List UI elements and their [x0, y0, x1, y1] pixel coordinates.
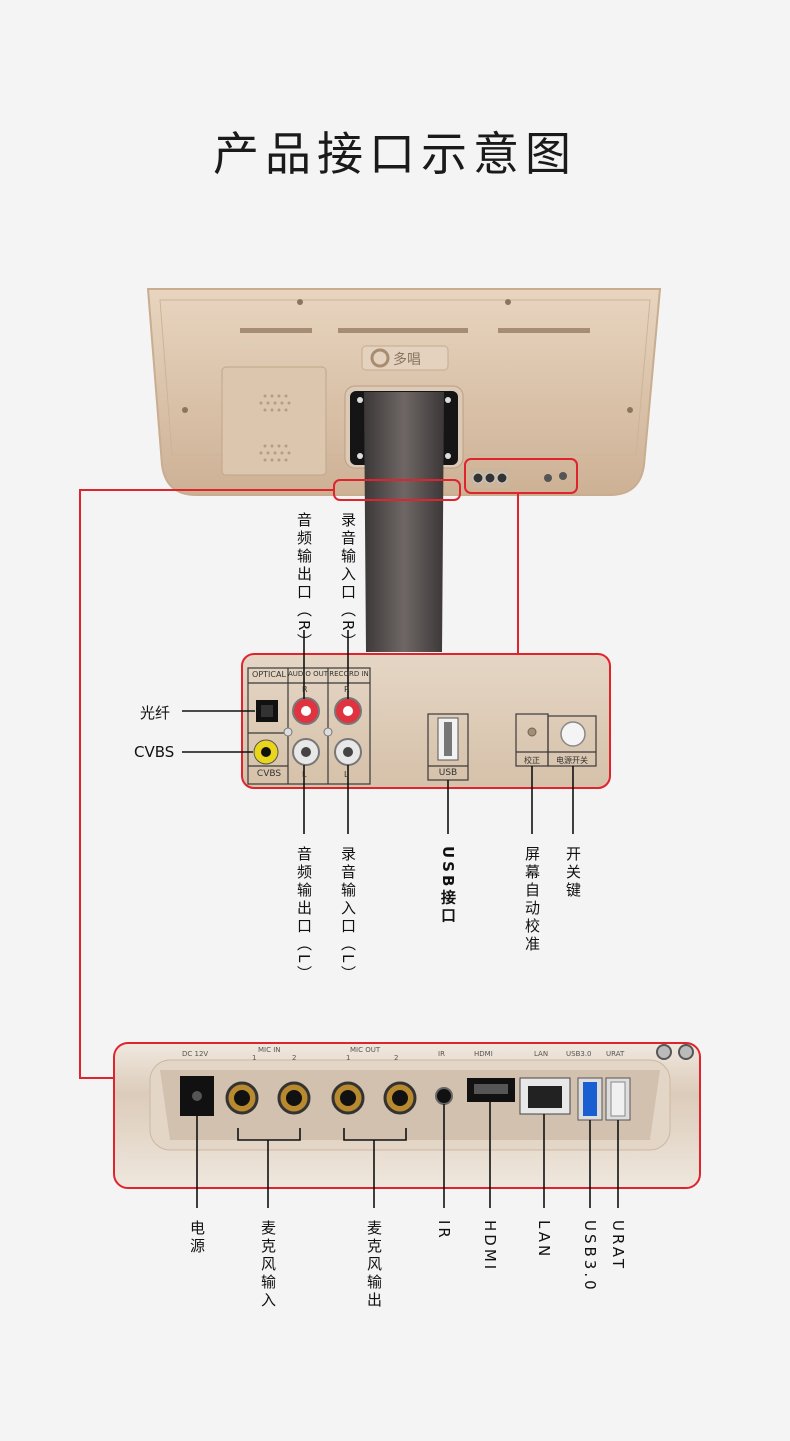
mic-out-printed-label: MIC OUT	[350, 1046, 381, 1054]
optical-section-label: OPTICAL	[252, 670, 286, 679]
side-port-panel	[241, 653, 611, 789]
callout-record-in-l: 录音输入口（L）	[339, 846, 357, 984]
page-title: 产品接口示意图	[213, 127, 577, 181]
power-printed-label: 电源开关	[556, 756, 588, 765]
ir-printed-label: IR	[438, 1050, 445, 1058]
usb3-printed-label: USB3.0	[566, 1050, 592, 1058]
lan-printed-label: LAN	[534, 1050, 549, 1058]
callout-mic-in: 麦克风输入	[259, 1220, 277, 1310]
urat-printed-label: URAT	[606, 1050, 625, 1058]
dc-printed-label: DC 12V	[182, 1050, 209, 1058]
calibrate-printed-label: 校正	[524, 756, 540, 765]
mic-in-printed-label: MIC IN	[258, 1046, 281, 1054]
audio-out-l-letter: L	[302, 770, 307, 779]
mic-in-1-printed: 1	[252, 1054, 257, 1062]
callout-mic-out: 麦克风输出	[365, 1220, 383, 1310]
mic-out-2-printed: 2	[394, 1054, 399, 1062]
callout-power-switch: 开关键	[564, 846, 582, 900]
audio-out-section-label: AUDIO OUT	[288, 670, 329, 678]
mic-out-1-printed: 1	[346, 1054, 351, 1062]
callout-record-in-r: 录音输入口（R）	[339, 512, 357, 652]
callout-urat: URAT	[609, 1220, 627, 1272]
record-in-l-letter: L	[344, 770, 349, 779]
callout-usb-port: USB接口	[439, 846, 457, 926]
callout-audio-out-r: 音频输出口（R）	[295, 512, 313, 652]
callout-optical: 光纤	[140, 704, 171, 722]
callout-power: 电源	[188, 1220, 206, 1256]
bottom-port-panel	[113, 1042, 701, 1189]
callout-ir: IR	[435, 1220, 453, 1241]
audio-out-r-letter: R	[302, 685, 308, 694]
callout-hdmi: HDMI	[481, 1220, 499, 1273]
usb-printed-label: USB	[438, 768, 458, 778]
callout-lan: LAN	[535, 1220, 553, 1260]
brand-logo: 多唱	[393, 352, 421, 368]
cvbs-printed-label: CVBS	[256, 769, 282, 779]
record-in-section-label: RECORD IN	[329, 670, 369, 678]
callout-usb3: USB3.0	[581, 1220, 599, 1293]
callout-audio-out-l: 音频输出口（L）	[295, 846, 313, 984]
device-stand	[364, 392, 444, 652]
mic-in-2-printed: 2	[292, 1054, 297, 1062]
hdmi-printed-label: HDMI	[474, 1050, 493, 1058]
record-in-r-letter: R	[344, 685, 350, 694]
callout-auto-calibrate: 屏幕自动校准	[523, 846, 541, 954]
side-port-highlight	[464, 458, 578, 494]
callout-cvbs: CVBS	[134, 743, 175, 761]
